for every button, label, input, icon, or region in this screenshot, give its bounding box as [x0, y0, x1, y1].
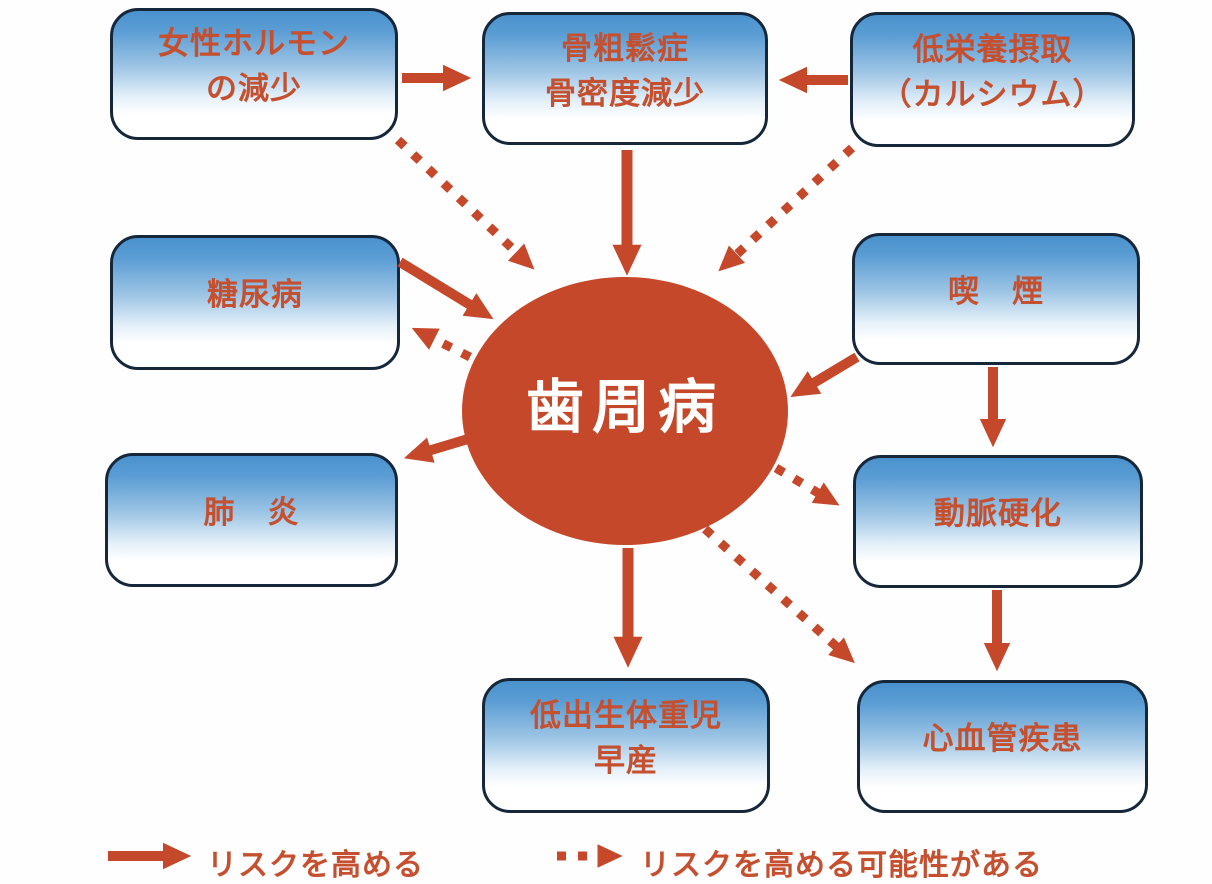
dotted-arrow-center-to-cardiovascular [701, 525, 855, 664]
node-low-birth-weight: 低出生体重児 早産 [482, 678, 770, 813]
node-pneumonia: 肺 炎 [105, 453, 398, 587]
node-smoking: 喫 煙 [852, 233, 1140, 365]
node-low-nutrition: 低栄養摂取 （カルシウム） [850, 12, 1135, 147]
dotted-arrow-center-to-diabetes [411, 327, 473, 362]
legend-solid-label: リスクを高める [207, 849, 424, 882]
node-osteoporosis: 骨粗鬆症 骨密度減少 [482, 12, 768, 145]
node-low-nutrition-label: 低栄養摂取 （カルシウム） [880, 31, 1105, 112]
node-low-birth-weight-label: 低出生体重児 早産 [530, 697, 722, 778]
node-pneumonia-label: 肺 炎 [203, 494, 300, 530]
arrow-diabetes-to-center [397, 257, 494, 320]
node-smoking-label: 喫 煙 [948, 273, 1044, 309]
center-ellipse-periodontal-disease: 歯周病 [462, 277, 788, 545]
dotted-arrow-center-to-arteriosclerosis [773, 464, 840, 506]
dotted-arrow-low-nutrition-to-center [718, 144, 856, 272]
center-label: 歯周病 [525, 375, 724, 440]
node-diabetes-label: 糖尿病 [207, 277, 303, 313]
node-cardiovascular-label: 心血管疾患 [922, 721, 1083, 757]
node-arteriosclerosis: 動脈硬化 [853, 455, 1143, 588]
legend-dotted-label: リスクを高める可能性がある [640, 849, 1043, 882]
node-female-hormone-label: 女性ホルモン の減少 [158, 26, 350, 106]
dotted-arrow-female-hormone-to-center [394, 136, 535, 270]
node-cardiovascular: 心血管疾患 [857, 680, 1148, 813]
node-osteoporosis-label: 骨粗鬆症 骨密度減少 [545, 30, 705, 111]
node-diabetes: 糖尿病 [110, 235, 400, 370]
arrow-smoking-to-center [790, 352, 860, 397]
node-arteriosclerosis-label: 動脈硬化 [934, 496, 1062, 532]
node-female-hormone: 女性ホルモン の減少 [110, 8, 398, 140]
